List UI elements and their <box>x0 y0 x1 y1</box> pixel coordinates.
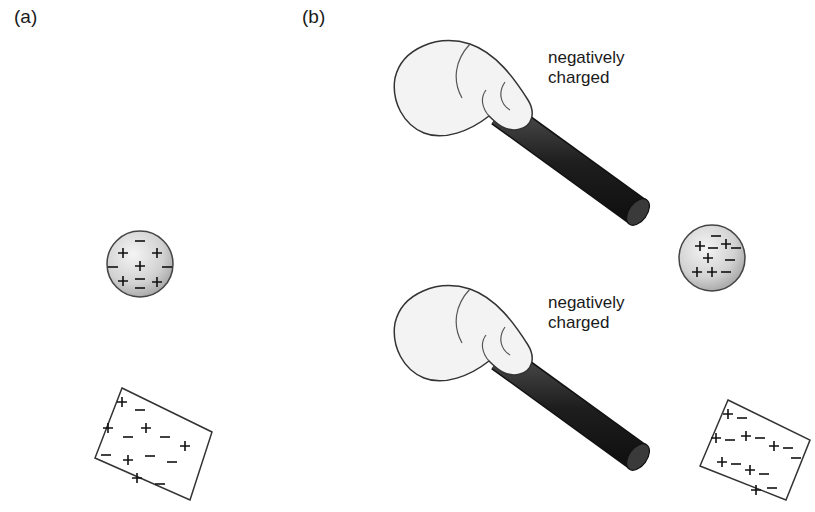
minus-charge <box>755 437 765 439</box>
minus-charge <box>731 463 741 465</box>
panel-label: (a) <box>14 6 37 29</box>
rod-label: negatively charged <box>548 48 648 89</box>
minus-charge <box>135 409 145 411</box>
plus-charge <box>118 276 128 286</box>
minus-charge <box>783 447 793 449</box>
plus-charge <box>721 239 731 249</box>
hand-with-rod <box>394 41 654 230</box>
plus-charge <box>141 423 151 433</box>
minus-charge <box>731 247 741 249</box>
plus-charge <box>103 423 113 433</box>
plus-charge <box>132 473 142 483</box>
minus-charge <box>711 235 721 237</box>
plus-charge <box>717 457 727 467</box>
neutral-ball <box>107 231 173 297</box>
plus-charge <box>723 409 733 419</box>
plus-charge <box>695 241 705 251</box>
minus-charge <box>167 461 177 463</box>
minus-charge <box>708 247 718 249</box>
panel-label: (b) <box>302 6 325 29</box>
minus-charge <box>135 287 145 289</box>
rod-label: negatively charged <box>548 293 648 334</box>
hand-with-rod <box>394 286 654 475</box>
minus-charge <box>725 439 735 441</box>
plus-charge <box>692 267 702 277</box>
plus-charge <box>769 441 779 451</box>
minus-charge <box>791 457 801 459</box>
plus-charge <box>135 261 145 271</box>
neutral-paper <box>95 388 212 500</box>
minus-charge <box>767 487 777 489</box>
minus-charge <box>135 278 145 280</box>
minus-charge <box>162 266 172 268</box>
minus-charge <box>123 436 133 438</box>
minus-charge <box>721 271 731 273</box>
plus-charge <box>711 433 721 443</box>
polarized-ball <box>679 225 745 291</box>
plus-charge <box>703 253 713 263</box>
plus-charge <box>707 267 717 277</box>
minus-charge <box>101 454 111 456</box>
plus-charge <box>152 248 162 258</box>
plus-charge <box>741 431 751 441</box>
plus-charge <box>745 465 755 475</box>
plus-charge <box>751 485 761 495</box>
charge-symbols <box>101 236 801 495</box>
plus-charge <box>180 441 190 451</box>
minus-charge <box>725 259 735 261</box>
plus-charge <box>123 455 133 465</box>
minus-charge <box>737 417 747 419</box>
plus-charge <box>152 277 162 287</box>
minus-charge <box>160 436 170 438</box>
minus-charge <box>759 473 769 475</box>
minus-charge <box>135 240 145 242</box>
minus-charge <box>145 455 155 457</box>
polarized-paper <box>700 400 810 500</box>
minus-charge <box>155 483 165 485</box>
plus-charge <box>118 248 128 258</box>
minus-charge <box>108 266 118 268</box>
plus-charge <box>117 397 127 407</box>
